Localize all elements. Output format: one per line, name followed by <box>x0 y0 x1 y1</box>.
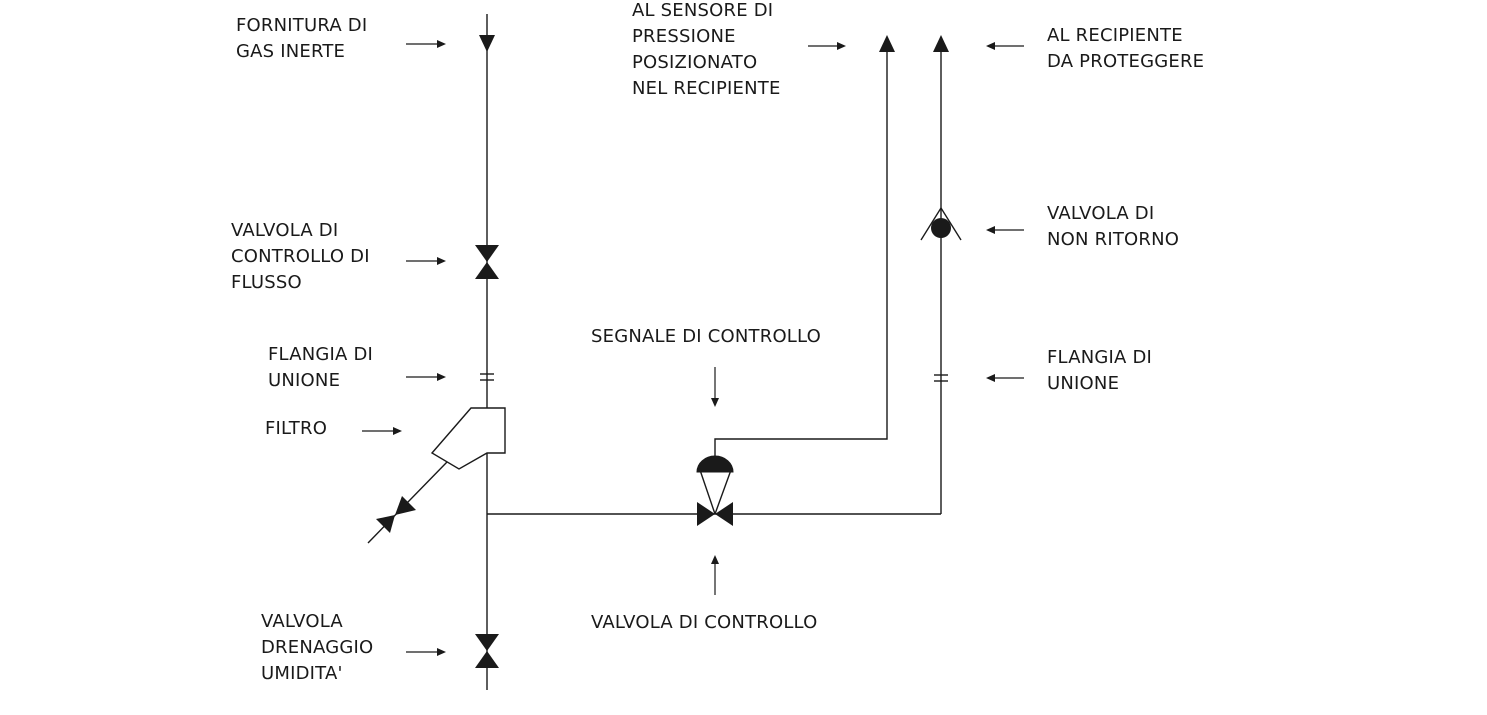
pointer-arrow-icon <box>437 257 446 265</box>
check-valve-label: VALVOLA DI NON RITORNO <box>1047 203 1180 250</box>
filter-icon <box>430 407 506 470</box>
pressure-signal-line <box>714 40 888 462</box>
pointer-arrow-icon <box>437 373 446 381</box>
pointer-arrow-icon <box>711 398 719 407</box>
pointer-arrow-icon <box>986 374 995 382</box>
filter-drain-valve-icon <box>376 515 395 533</box>
drain-valve-label: VALVOLA DRENAGGIO UMIDITA' <box>261 611 374 684</box>
pressure-sensor-label: AL SENSORE DI PRESSIONE POSIZIONATO NEL … <box>632 0 781 99</box>
pointer-arrow-icon <box>711 555 719 564</box>
check-valve-cone-left <box>920 207 942 241</box>
vessel-label: AL RECIPIENTE DA PROTEGGERE <box>1047 25 1205 72</box>
control-valve-actuator-icon <box>696 455 734 473</box>
union-flange-left-label: FLANGIA DI UNIONE <box>268 344 374 391</box>
check-valve-ball-icon <box>931 218 951 238</box>
gas-supply-label: FORNITURA DI GAS INERTE <box>236 15 368 62</box>
control-signal-label: SEGNALE DI CONTROLLO <box>591 326 821 347</box>
filter-label: FILTRO <box>265 418 328 439</box>
pointer-arrow-icon <box>437 648 446 656</box>
pointer-arrow-icon <box>986 42 995 50</box>
control-valve-stem-left <box>699 469 716 515</box>
flow-valve-label: VALVOLA DI CONTROLLO DI FLUSSO <box>231 220 370 293</box>
pointer-arrow-icon <box>986 226 995 234</box>
control-valve-stem-right <box>714 469 732 515</box>
control-valve-label: VALVOLA DI CONTROLLO <box>591 612 818 633</box>
sensor-arrow-icon <box>879 35 895 52</box>
supply-flow-arrow-icon <box>479 35 495 52</box>
flow-valve-icon <box>475 245 499 262</box>
check-valve-cone-right <box>940 207 962 241</box>
union-flange-right-label: FLANGIA DI UNIONE <box>1047 347 1153 394</box>
pointer-arrow-icon <box>393 427 402 435</box>
drain-valve-icon <box>475 634 499 651</box>
vessel-arrow-icon <box>933 35 949 52</box>
pointer-arrow-icon <box>837 42 846 50</box>
control-valve-icon <box>697 502 715 526</box>
pointer-arrow-icon <box>437 40 446 48</box>
